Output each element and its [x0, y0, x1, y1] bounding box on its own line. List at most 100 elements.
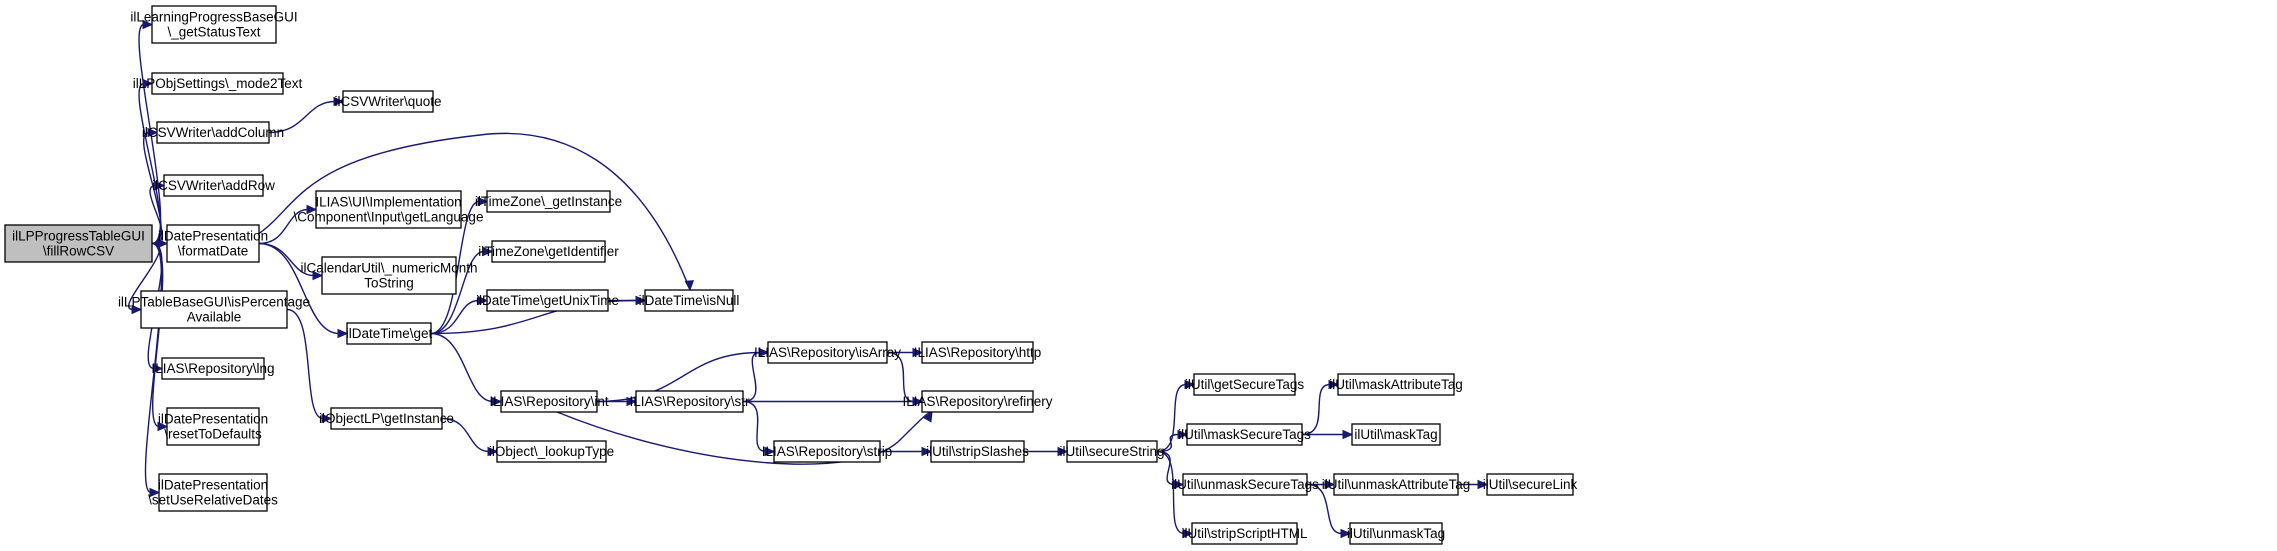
node-label: ILIAS\Repository\refinery	[902, 394, 1052, 409]
node-label: \formatDate	[178, 244, 249, 259]
node-set-use-relative-dates[interactable]: ilDatePresentation\setUseRelativeDates	[148, 473, 278, 512]
arrowhead	[758, 347, 770, 358]
node-get-identifier[interactable]: ilTimeZone\getIdentifier	[478, 240, 619, 263]
node-box	[1486, 473, 1574, 496]
node-label: ILIAS\UI\Implementation	[315, 195, 461, 210]
node-unmask-tag[interactable]: ilUtil\unmaskTag	[1347, 522, 1445, 545]
node-get-language[interactable]: ILIAS\UI\Implementation\Component\Input\…	[294, 190, 484, 229]
node-http[interactable]: ILIAS\Repository\http	[914, 341, 1042, 364]
edge-root-to-mode2Text	[138, 78, 162, 245]
node-label: ToString	[364, 276, 414, 291]
node-unmask-attribute-tag[interactable]: ilUtil\unmaskAttributeTag	[1322, 473, 1471, 496]
edge-maskSecureTags-to-maskAttributeTag	[1301, 379, 1340, 436]
arrowhead	[1177, 429, 1189, 440]
arrowhead	[1173, 479, 1185, 490]
node-secure-link[interactable]: ilUtil\secureLink	[1483, 473, 1578, 496]
node-refinery[interactable]: ILIAS\Repository\refinery	[902, 390, 1053, 413]
edge-line	[1156, 433, 1180, 453]
node-get-unix-time[interactable]: ilDateTime\getUnixTime	[476, 289, 619, 312]
arrowhead	[306, 204, 318, 215]
node-box	[315, 190, 462, 229]
node-quote[interactable]: ilCSVWriter\quote	[334, 90, 442, 113]
node-lookup-type[interactable]: ilObject\_lookupType	[489, 440, 614, 463]
node-reset-to-defaults[interactable]: ilDatePresentation\resetToDefaults	[158, 407, 268, 446]
arrowhead	[1477, 479, 1489, 490]
node-dtget[interactable]: ilDateTime\get	[346, 322, 433, 345]
node-mask-secure-tags[interactable]: ilUtil\maskSecureTags	[1178, 423, 1311, 446]
arrowhead	[912, 347, 924, 358]
node-label: ilUtil\maskAttributeTag	[1329, 377, 1463, 392]
node-box	[500, 390, 598, 413]
node-str[interactable]: ILIAS\Repository\str	[629, 390, 750, 413]
edge-dtget-to-getIdentifier	[430, 246, 494, 335]
node-box	[486, 289, 609, 312]
node-label: \Component\Input\getLanguage	[294, 210, 484, 225]
node-is-null[interactable]: ilDateTime\isNull	[639, 289, 740, 312]
node-box	[156, 121, 270, 144]
node-root[interactable]: ilLPProgressTableGUI\fillRowCSV	[4, 224, 153, 263]
edge-line	[430, 332, 494, 403]
edge-formatDate-to-getLanguage	[258, 204, 318, 245]
node-format-date[interactable]: ilDatePresentation\formatDate	[158, 224, 268, 263]
edge-strip-to-stripSlashes	[880, 446, 933, 457]
node-mode2-text[interactable]: ilLPObjSettings\_mode2Text	[133, 72, 303, 95]
edge-line	[143, 131, 162, 245]
node-box	[163, 174, 264, 197]
node-is-array[interactable]: ILIAS\Repository\isArray	[754, 341, 901, 364]
node-get-instance-l-p[interactable]: ilObjectLP\getInstance	[319, 407, 454, 430]
node-strip-script-h-t-m-l[interactable]: ilUtil\stripScriptHTML	[1181, 522, 1308, 545]
edge-int-to-str	[597, 396, 638, 407]
node-lng[interactable]: ILIAS\Repository\lng	[151, 357, 275, 380]
node-tz-get-instance[interactable]: ilTimeZone\_getInstance	[475, 190, 622, 213]
arrowhead	[482, 246, 494, 257]
node-label: ilUtil\unmaskTag	[1347, 526, 1445, 541]
edge-line	[268, 100, 336, 134]
edge-addColumn-to-quote	[268, 96, 345, 134]
node-strip[interactable]: ILIAS\Repository\strip	[762, 440, 893, 463]
node-label: \_getStatusText	[167, 25, 260, 40]
edge-line	[1156, 450, 1176, 486]
node-get-secure-tags[interactable]: ilUtil\getSecureTags	[1185, 373, 1305, 396]
node-mask-tag[interactable]: ilUtil\maskTag	[1351, 423, 1441, 446]
node-label: ILIAS\Repository\isArray	[754, 345, 901, 360]
node-label: \setUseRelativeDates	[148, 493, 278, 508]
arrowhead	[635, 295, 647, 306]
edge-str-to-refinery	[743, 396, 924, 407]
node-label: ilUtil\unmaskAttributeTag	[1322, 477, 1471, 492]
arrowhead	[1182, 528, 1194, 539]
node-add-row[interactable]: ilCSVWriter\addRow	[152, 174, 275, 197]
node-label: ilCSVWriter\addColumn	[142, 125, 284, 140]
arrowhead	[312, 270, 324, 281]
edge-line	[430, 299, 480, 335]
node-box	[1333, 473, 1459, 496]
arrowhead	[142, 78, 154, 89]
node-box	[346, 322, 432, 345]
node-box	[158, 473, 268, 512]
edge-line	[430, 200, 480, 335]
arrowhead	[764, 446, 776, 457]
node-label: ilDatePresentation	[158, 478, 268, 493]
node-label: ilUtil\stripSlashes	[926, 444, 1029, 459]
node-strip-slashes[interactable]: ilUtil\stripSlashes	[926, 440, 1029, 463]
node-unmask-secure-tags[interactable]: ilUtil\unmaskSecureTags	[1171, 473, 1319, 496]
node-label: ILIAS\Repository\lng	[151, 361, 274, 376]
edge-line	[1306, 483, 1343, 535]
node-mask-attribute-tag[interactable]: ilUtil\maskAttributeTag	[1329, 373, 1463, 396]
edge-dtget-to-tzGetInstance	[430, 196, 489, 335]
node-label: ilUtil\unmaskSecureTags	[1171, 477, 1319, 492]
node-label: ilLearningProgressBaseGUI	[130, 10, 297, 25]
node-int[interactable]: ILIAS\Repository\int	[489, 390, 609, 413]
node-secure-string[interactable]: ilUtil\secureString	[1059, 440, 1165, 463]
node-box	[1066, 440, 1158, 463]
node-label: ilDatePresentation	[158, 412, 268, 427]
arrowhead	[626, 396, 638, 407]
node-box	[1193, 373, 1296, 396]
node-get-status-text[interactable]: ilLearningProgressBaseGUI\_getStatusText	[130, 5, 298, 44]
edge-str-to-strip	[742, 400, 776, 457]
node-box	[486, 190, 611, 213]
node-add-column[interactable]: ilCSVWriter\addColumn	[142, 121, 284, 144]
node-box	[921, 390, 1034, 413]
